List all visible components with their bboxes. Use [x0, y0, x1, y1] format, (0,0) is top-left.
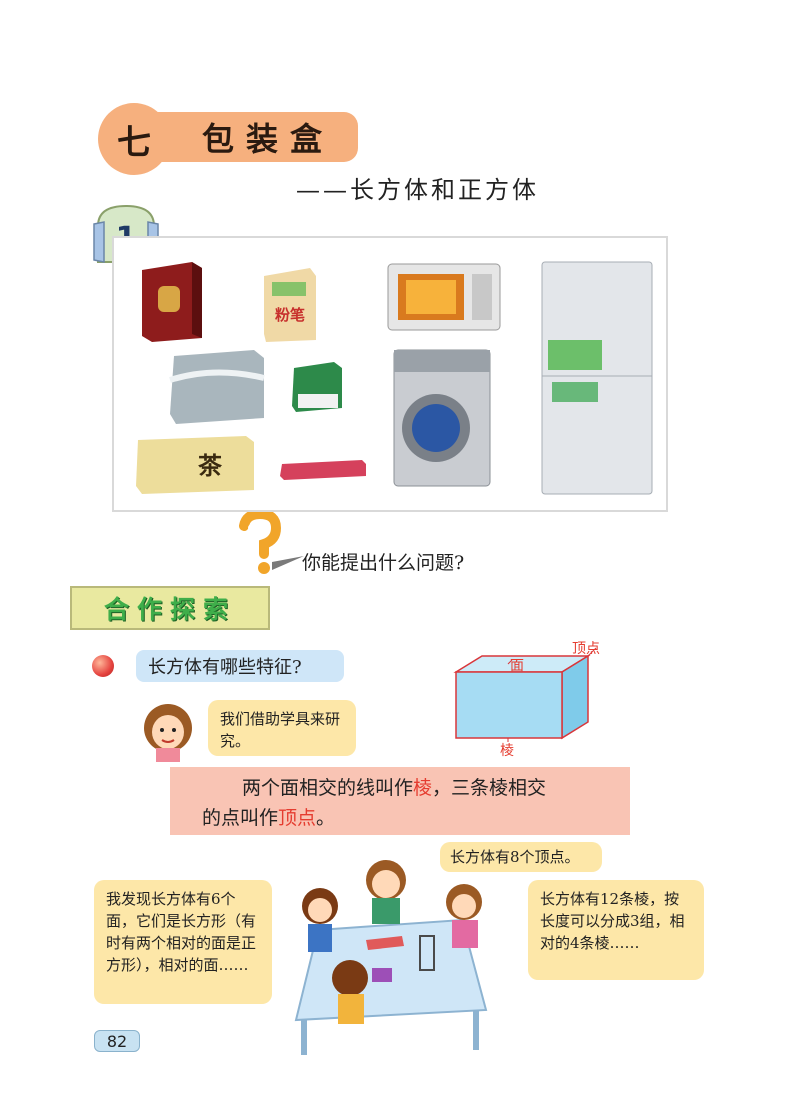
definition-vertex-term: 顶点: [278, 807, 317, 829]
question-mascot-icon: [239, 512, 304, 574]
face-label: 面: [510, 658, 524, 674]
question-text: 你能提出什么问题?: [302, 552, 465, 574]
vertex-label: 顶点: [572, 641, 600, 657]
classroom-scene-illustration: [294, 860, 488, 1055]
small-box-icon: [292, 362, 342, 412]
chalk-box-icon: 粉笔: [264, 268, 316, 342]
feature-question: 长方体有哪些特征?: [136, 650, 344, 682]
girl-speech-bubble: 我们借助学具来研究。: [208, 700, 356, 756]
speech-top: 长方体有8个顶点。: [440, 842, 602, 872]
microwave-icon: [387, 263, 501, 331]
definition-text-1: 两个面相交的线叫作: [242, 777, 414, 799]
gift-box-icon: [142, 262, 202, 342]
cuboid-diagram: [453, 647, 597, 742]
chapter-title: 包装盒: [150, 112, 358, 162]
chapter-subtitle: ——长方体和正方体: [296, 176, 539, 204]
bullet-dot-icon: [92, 655, 114, 677]
definition-box: 两个面相交的线叫作棱，三条棱相交的点叫作顶点。: [170, 767, 630, 835]
speech-right: 长方体有12条棱，按长度可以分成3组，相对的4条棱……: [528, 880, 704, 980]
girl-avatar-icon: [144, 704, 192, 762]
edge-label: 棱: [500, 743, 514, 759]
tea-box-label: 茶: [198, 452, 223, 480]
washing-machine-icon: [393, 349, 491, 487]
chalk-box-label: 粉笔: [275, 306, 305, 324]
items-image-panel: 粉笔: [112, 236, 668, 512]
wrap-box-icon: [280, 460, 366, 480]
tea-box-icon: 茶: [136, 436, 254, 494]
definition-text-2: ，三条棱相交: [432, 777, 547, 799]
definition-edge-term: 棱: [413, 777, 433, 799]
page-number: 82: [94, 1030, 140, 1052]
refrigerator-icon: [541, 261, 653, 495]
definition-text-3: 的点叫作: [202, 807, 279, 829]
tissue-box-icon: [169, 350, 265, 424]
definition-text-4: 。: [316, 807, 336, 829]
chapter-number: 七: [98, 103, 170, 175]
explore-banner: 合作探索: [70, 586, 270, 630]
speech-left: 我发现长方体有6个面，它们是长方形（有时有两个相对的面是正方形），相对的面……: [94, 880, 272, 1004]
packaging-items-illustration: 粉笔: [136, 261, 653, 495]
